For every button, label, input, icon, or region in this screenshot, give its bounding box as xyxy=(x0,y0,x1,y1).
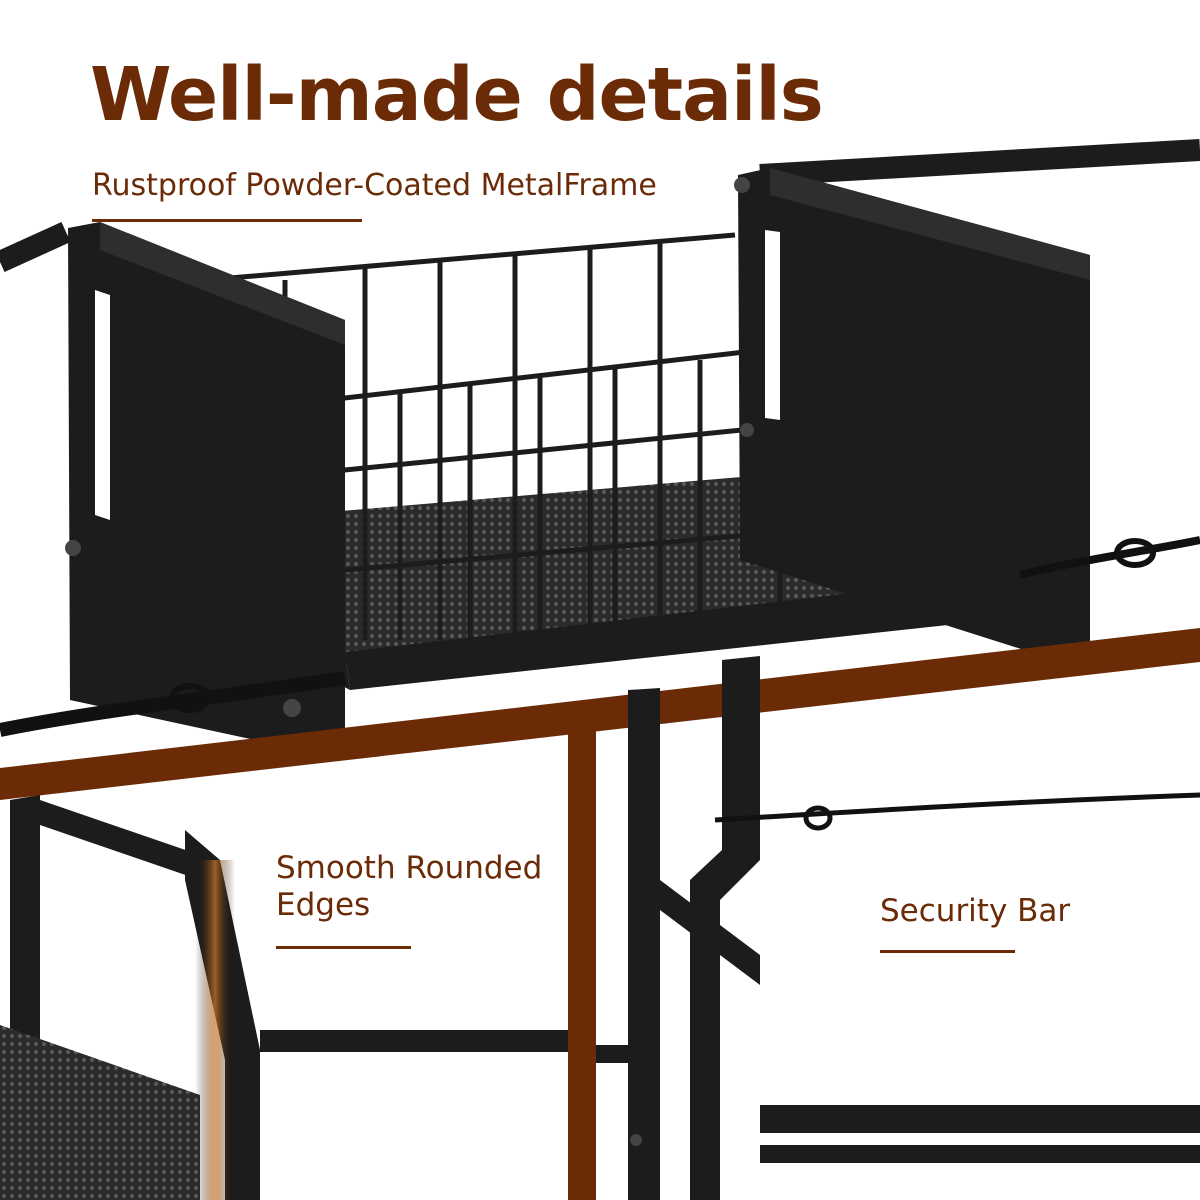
security-cord xyxy=(0,536,1200,737)
rounded-edge-detail xyxy=(0,795,568,1200)
back-frame-rails xyxy=(0,139,1200,273)
page-title: Well-made details xyxy=(90,52,824,138)
feature-security-label: Security Bar xyxy=(880,893,1071,929)
security-bar-detail xyxy=(596,656,1200,1200)
feature-edges-label: Smooth Rounded Edges xyxy=(276,850,542,924)
feature-frame-underline xyxy=(92,219,362,222)
post-openings xyxy=(95,230,780,520)
feature-edges-line2: Edges xyxy=(276,887,371,924)
brown-divider-band xyxy=(0,628,1200,800)
feature-security-underline xyxy=(880,950,1015,953)
feature-edges-underline xyxy=(276,946,411,949)
feature-frame-label: Rustproof Powder-Coated MetalFrame xyxy=(92,168,657,203)
security-bar-cord xyxy=(714,792,1200,831)
frame-posts xyxy=(65,168,1090,748)
feature-edges-line1: Smooth Rounded xyxy=(276,850,543,886)
brown-vertical-divider xyxy=(568,718,596,1200)
